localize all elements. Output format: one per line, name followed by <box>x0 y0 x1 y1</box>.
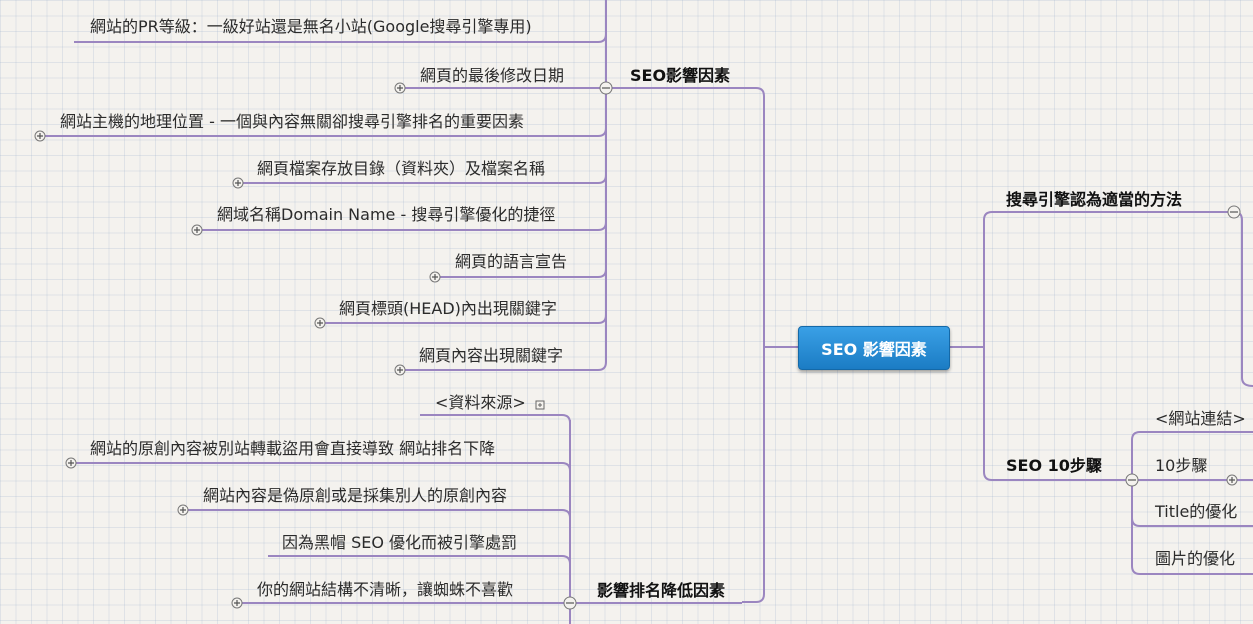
topic-content-stolen[interactable]: 網站的原創內容被別站轉載盜用會直接導致 網站排名下降 <box>90 439 496 458</box>
topic-pr-rank[interactable]: 網站的PR等級：一級好站還是無名小站(Google搜尋引擎專用) <box>90 17 532 36</box>
topic-10-steps[interactable]: 10步驟 <box>1155 456 1208 475</box>
topic-content-keywords[interactable]: 網頁內容出現關鍵字 <box>419 346 564 365</box>
topic-domain-name[interactable]: 網域名稱Domain Name - 搜尋引擎優化的捷徑 <box>217 205 556 224</box>
topic-title-optimization[interactable]: Title的優化 <box>1155 502 1238 521</box>
branch-title-ranking-drop[interactable]: 影響排名降低因素 <box>597 581 726 600</box>
topic-host-location[interactable]: 網站主機的地理位置 - 一個與內容無關卻搜尋引擎排名的重要因素 <box>60 112 524 131</box>
topic-black-hat[interactable]: 因為黑帽 SEO 優化而被引擎處罰 <box>282 533 518 552</box>
topic-head-keywords[interactable]: 網頁標頭(HEAD)內出現關鍵字 <box>339 299 557 318</box>
topic-site-links[interactable]: <網站連結> <box>1155 409 1246 428</box>
branch-title-seo-factors[interactable]: SEO影響因素 <box>630 66 731 85</box>
branch-title-search-engine-methods[interactable]: 搜尋引擎認為適當的方法 <box>1006 190 1183 209</box>
note-icon <box>535 400 545 410</box>
topic-language-declaration[interactable]: 網頁的語言宣告 <box>455 252 568 271</box>
topic-data-source[interactable]: <資料來源> <box>435 393 526 412</box>
topic-file-directory[interactable]: 網頁檔案存放目錄（資料夾）及檔案名稱 <box>257 159 546 178</box>
topic-unclear-structure[interactable]: 你的網站結構不清晰，讓蜘蛛不喜歡 <box>257 580 514 599</box>
branch-title-seo-10-steps[interactable]: SEO 10步驟 <box>1006 456 1102 475</box>
topic-image-optimization[interactable]: 圖片的優化 <box>1155 549 1236 568</box>
central-topic[interactable]: SEO 影響因素 <box>798 326 950 370</box>
topic-last-modified[interactable]: 網頁的最後修改日期 <box>420 66 565 85</box>
topic-pseudo-original[interactable]: 網站內容是偽原創或是採集別人的原創內容 <box>203 486 508 505</box>
